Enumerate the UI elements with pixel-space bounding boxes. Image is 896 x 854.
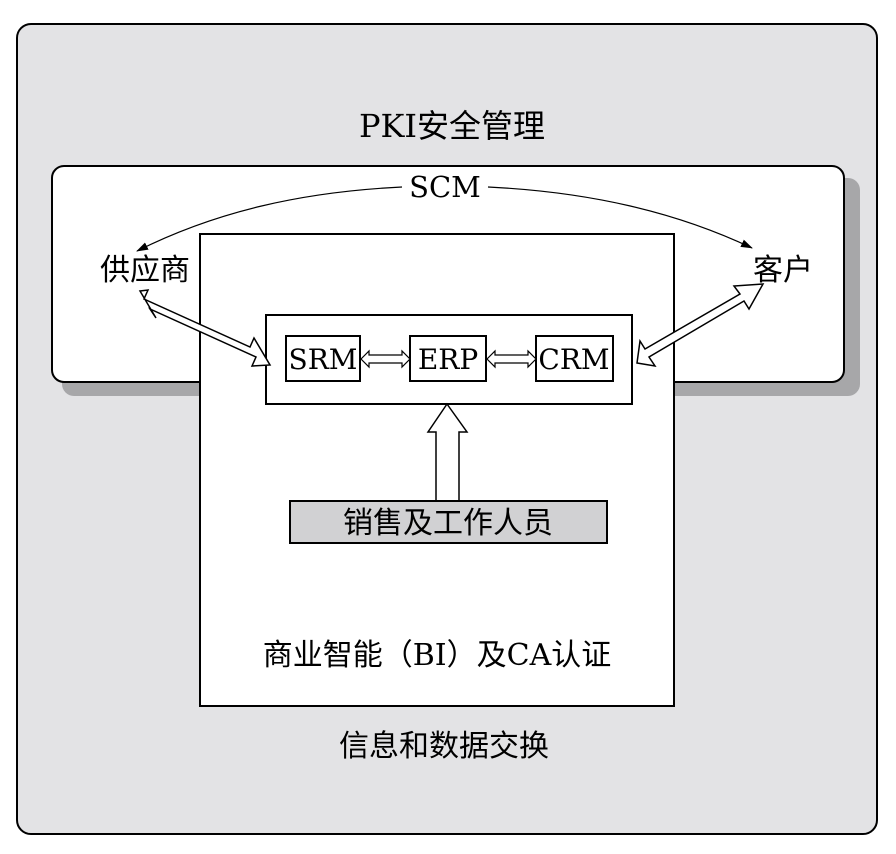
outer-title: PKI安全管理 xyxy=(359,107,545,145)
customer-double-arrow xyxy=(636,283,765,368)
scm-arrow-right xyxy=(487,186,753,249)
scm-arrow-left xyxy=(136,186,403,252)
staff-label: 销售及工作人员 xyxy=(343,506,553,541)
supplier-double-arrow xyxy=(138,289,272,367)
staff-box xyxy=(289,500,608,544)
inner-label: 商业智能（BI）及CA认证 xyxy=(263,638,612,673)
srm-erp-double-arrow xyxy=(360,349,411,369)
customer-label: 客户 xyxy=(753,253,813,288)
supplier-label: 供应商 xyxy=(100,253,190,288)
erp-crm-double-arrow xyxy=(486,349,537,369)
erp-box xyxy=(409,335,487,382)
bottom-label: 信息和数据交换 xyxy=(339,729,549,764)
srm-label: SRM xyxy=(289,343,358,376)
srm-box xyxy=(285,335,361,382)
crm-label: CRM xyxy=(538,343,609,376)
erp-label: ERP xyxy=(418,343,478,376)
scm-label: SCM xyxy=(409,170,481,204)
